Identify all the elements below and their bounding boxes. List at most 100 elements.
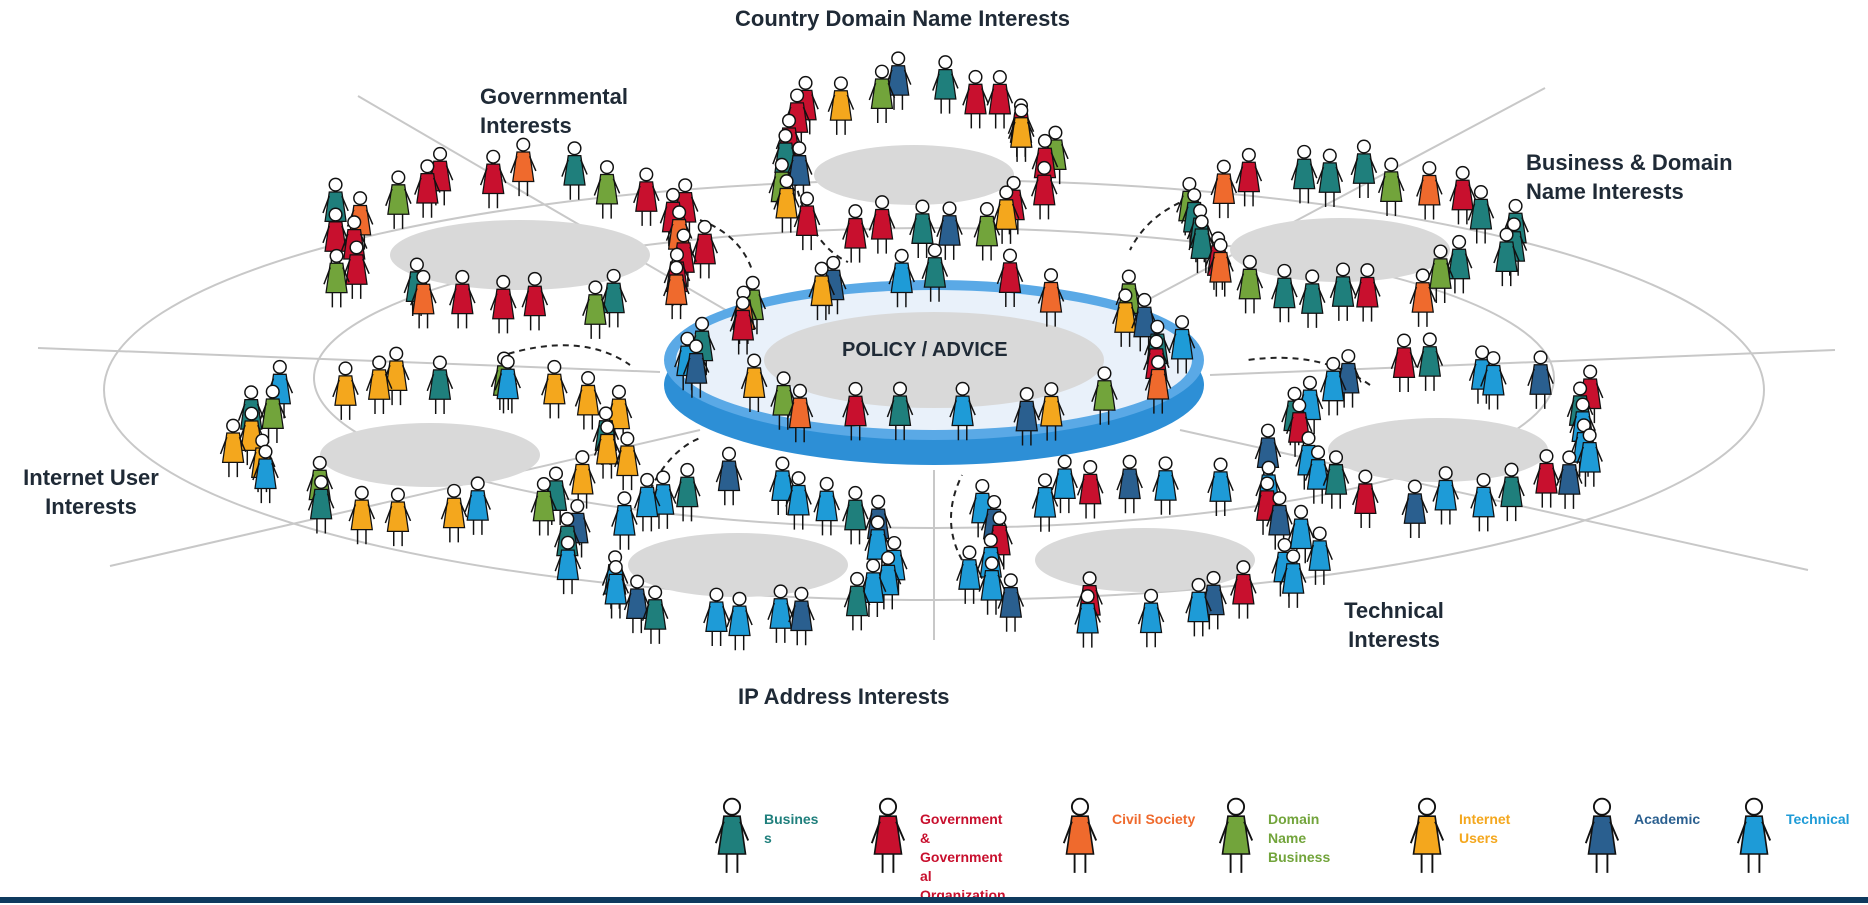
person-figure bbox=[554, 535, 582, 595]
legend-label: Government & Government al Organization bbox=[920, 811, 1006, 903]
person-figure bbox=[1480, 351, 1507, 410]
person-figure bbox=[593, 160, 621, 219]
person-figure bbox=[1290, 144, 1318, 204]
person-figure bbox=[932, 55, 959, 114]
person-figure bbox=[1210, 159, 1238, 219]
person-figure bbox=[843, 571, 871, 631]
person-figure bbox=[1116, 454, 1143, 514]
person-figure bbox=[384, 487, 412, 547]
graduate-person-icon bbox=[1584, 797, 1620, 873]
person-figure bbox=[1074, 589, 1101, 648]
person-figure bbox=[1416, 161, 1443, 220]
person-figure bbox=[602, 560, 630, 619]
discussion-table bbox=[1328, 418, 1548, 482]
person-figure bbox=[633, 167, 660, 226]
person-figure bbox=[582, 280, 609, 339]
discussion-table bbox=[814, 145, 1014, 205]
person-figure bbox=[936, 201, 963, 260]
person-figure bbox=[332, 361, 359, 420]
person-figure bbox=[410, 269, 437, 329]
person-figure bbox=[1188, 214, 1215, 274]
person-figure bbox=[1350, 139, 1378, 199]
person-figure bbox=[773, 174, 800, 233]
person-figure bbox=[726, 591, 753, 651]
person-figure bbox=[740, 353, 768, 413]
arrow-user bbox=[497, 344, 631, 366]
person-figure bbox=[641, 585, 669, 644]
briefcase-person-icon bbox=[714, 797, 750, 873]
person-figure bbox=[574, 371, 602, 430]
person-figure bbox=[614, 431, 641, 491]
person-figure bbox=[884, 51, 912, 110]
person-figure bbox=[494, 354, 521, 414]
discussion-tables bbox=[320, 145, 1548, 597]
person-figure bbox=[1498, 462, 1525, 522]
person-figure bbox=[793, 191, 821, 251]
person-figure bbox=[1266, 491, 1293, 550]
person-figure bbox=[962, 69, 989, 129]
person-figure bbox=[1037, 268, 1065, 327]
discussion-table bbox=[320, 423, 540, 487]
person-figure bbox=[1416, 332, 1444, 391]
person-figure bbox=[769, 456, 796, 516]
person-figure bbox=[996, 248, 1024, 308]
person-figure bbox=[1091, 366, 1118, 425]
person-figure bbox=[842, 204, 869, 263]
center-table bbox=[764, 312, 1104, 408]
crowd bbox=[219, 51, 1604, 651]
person-figure bbox=[479, 149, 507, 209]
person-figure bbox=[1236, 254, 1264, 314]
person-figure bbox=[464, 476, 492, 535]
briefcase-person-icon bbox=[714, 797, 750, 873]
person-figure bbox=[909, 199, 936, 259]
person-figure bbox=[541, 359, 568, 419]
person-figure bbox=[1306, 526, 1333, 585]
person-figure bbox=[956, 545, 983, 604]
person-figure bbox=[1007, 103, 1035, 162]
person-figure bbox=[1051, 454, 1078, 514]
person-figure bbox=[986, 70, 1014, 129]
person-figure bbox=[674, 462, 701, 522]
person-figure bbox=[1013, 386, 1040, 446]
person-figure bbox=[611, 491, 638, 550]
person-figure bbox=[1427, 244, 1454, 303]
person-figure bbox=[1322, 450, 1350, 509]
person-figure bbox=[1390, 333, 1418, 393]
person-figure bbox=[1304, 445, 1332, 504]
person-icon bbox=[1218, 797, 1254, 873]
person-figure bbox=[1030, 160, 1058, 220]
person-figure bbox=[703, 587, 730, 647]
person-figure bbox=[426, 355, 454, 414]
person-figure bbox=[1271, 263, 1298, 323]
spoke-line bbox=[357, 95, 761, 331]
person-figure bbox=[949, 381, 976, 441]
group-label-governmental: Governmental Interests bbox=[480, 84, 628, 138]
person-figure bbox=[1168, 315, 1196, 374]
person-figure bbox=[1185, 577, 1212, 637]
person-figure bbox=[786, 383, 814, 443]
person-figure bbox=[715, 446, 743, 506]
group-label-ip-address: IP Address Interests bbox=[738, 684, 950, 709]
person-figure bbox=[1031, 473, 1059, 532]
legend-label: Academic bbox=[1634, 811, 1701, 827]
person-figure bbox=[1470, 472, 1497, 532]
phone-person-icon bbox=[1409, 797, 1445, 873]
person-figure bbox=[993, 185, 1020, 244]
person-figure bbox=[868, 195, 896, 254]
person-figure bbox=[530, 477, 558, 536]
center-label: POLICY / ADVICE bbox=[842, 339, 1008, 361]
person-figure bbox=[1377, 157, 1405, 217]
person-figure bbox=[383, 346, 410, 406]
person-figure bbox=[1493, 227, 1520, 287]
person-figure bbox=[813, 476, 840, 536]
person-figure bbox=[682, 339, 710, 398]
waving-person-icon bbox=[1062, 797, 1098, 873]
arrow-gov bbox=[699, 219, 753, 271]
person-figure bbox=[489, 274, 517, 334]
person-figure bbox=[633, 472, 661, 532]
person-figure bbox=[785, 471, 812, 530]
person-figure bbox=[1316, 148, 1344, 207]
person-figure bbox=[307, 474, 335, 534]
discussion-table bbox=[628, 533, 848, 597]
